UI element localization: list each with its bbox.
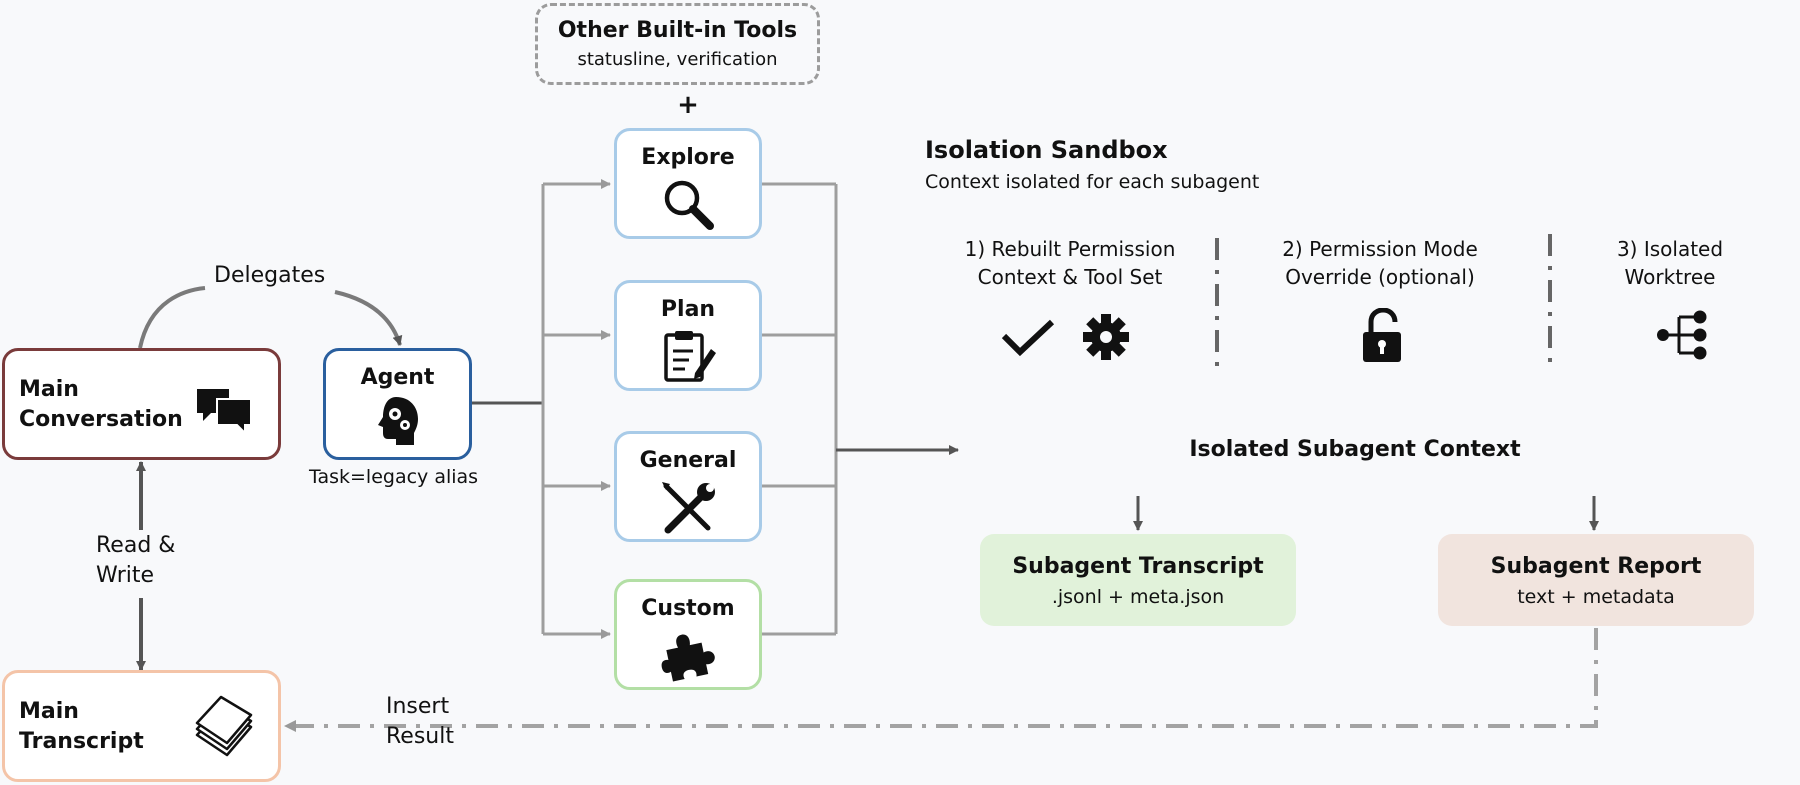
subagent-transcript-subtitle: .jsonl + meta.json xyxy=(1051,586,1225,608)
main-conversation-label-2: Conversation xyxy=(19,407,183,432)
other-tools-box: Other Built-in Tools statusline, verific… xyxy=(535,3,820,85)
subagent-report-box: Subagent Report text + metadata xyxy=(1438,534,1754,626)
chat-bubbles-icon xyxy=(197,389,252,433)
subagent-report-subtitle: text + metadata xyxy=(1517,586,1675,608)
gear-icon xyxy=(1083,314,1129,360)
subagent-report-title: Subagent Report xyxy=(1490,554,1702,579)
feature-2-label-2: Override (optional) xyxy=(1285,265,1475,289)
sandbox-title: Isolation Sandbox xyxy=(925,136,1168,164)
clipboard-icon xyxy=(664,331,716,382)
subagent-general-box: General xyxy=(614,431,762,542)
read-write-label-2: Write xyxy=(96,563,155,588)
insert-result-arrow xyxy=(284,628,1598,732)
feature-1-label-2: Context & Tool Set xyxy=(977,265,1163,289)
agent-box: Agent xyxy=(323,348,472,460)
feature-2-label-1: 2) Permission Mode xyxy=(1282,237,1478,261)
other-tools-subtitle: statusline, verification xyxy=(577,49,778,70)
main-conversation-label-1: Main xyxy=(19,377,79,402)
feature-3-label-1: 3) Isolated xyxy=(1616,237,1724,261)
feature-1-label-1: 1) Rebuilt Permission xyxy=(964,237,1176,261)
delegates-label: Delegates xyxy=(214,263,326,288)
isolated-context-label: Isolated Subagent Context xyxy=(1189,437,1521,462)
agent-caption: Task=legacy alias xyxy=(309,466,479,488)
head-gears-icon xyxy=(378,397,418,445)
subagent-explore-box: Explore xyxy=(614,128,762,239)
other-tools-title: Other Built-in Tools xyxy=(557,18,798,43)
read-write-label-1: Read & xyxy=(96,533,176,558)
main-conversation-box: Main Conversation xyxy=(2,348,281,460)
puzzle-icon xyxy=(661,634,715,682)
insert-result-label-2: Result xyxy=(386,724,454,749)
subagent-custom-box: Custom xyxy=(614,579,762,690)
checkmark-icon xyxy=(1001,319,1055,357)
main-transcript-label-1: Main xyxy=(19,699,79,724)
subagent-explore-label: Explore xyxy=(641,145,735,170)
delegates-arrow xyxy=(138,286,206,349)
subagent-plan-label: Plan xyxy=(660,297,716,322)
subagent-transcript-box: Subagent Transcript .jsonl + meta.json xyxy=(980,534,1296,626)
tools-icon xyxy=(662,482,715,534)
search-icon xyxy=(664,180,714,230)
subagent-plan-box: Plan xyxy=(614,280,762,391)
main-transcript-box: Main Transcript xyxy=(2,670,281,782)
sandbox-subtitle: Context isolated for each subagent xyxy=(925,171,1260,193)
delegates-arrow-tail xyxy=(334,290,403,346)
subagent-general-label: General xyxy=(639,448,737,473)
subagent-transcript-title: Subagent Transcript xyxy=(1012,554,1264,579)
subagent-custom-label: Custom xyxy=(641,596,735,621)
worktree-icon xyxy=(1657,310,1707,360)
main-transcript-label-2: Transcript xyxy=(19,729,144,754)
insert-result-label-1: Insert xyxy=(386,694,450,719)
plus-sign: + xyxy=(677,90,699,120)
agent-label: Agent xyxy=(360,365,435,390)
unlocked-padlock-icon xyxy=(1363,308,1401,362)
paper-stack-icon xyxy=(195,695,253,757)
feature-3-label-2: Worktree xyxy=(1624,265,1716,289)
